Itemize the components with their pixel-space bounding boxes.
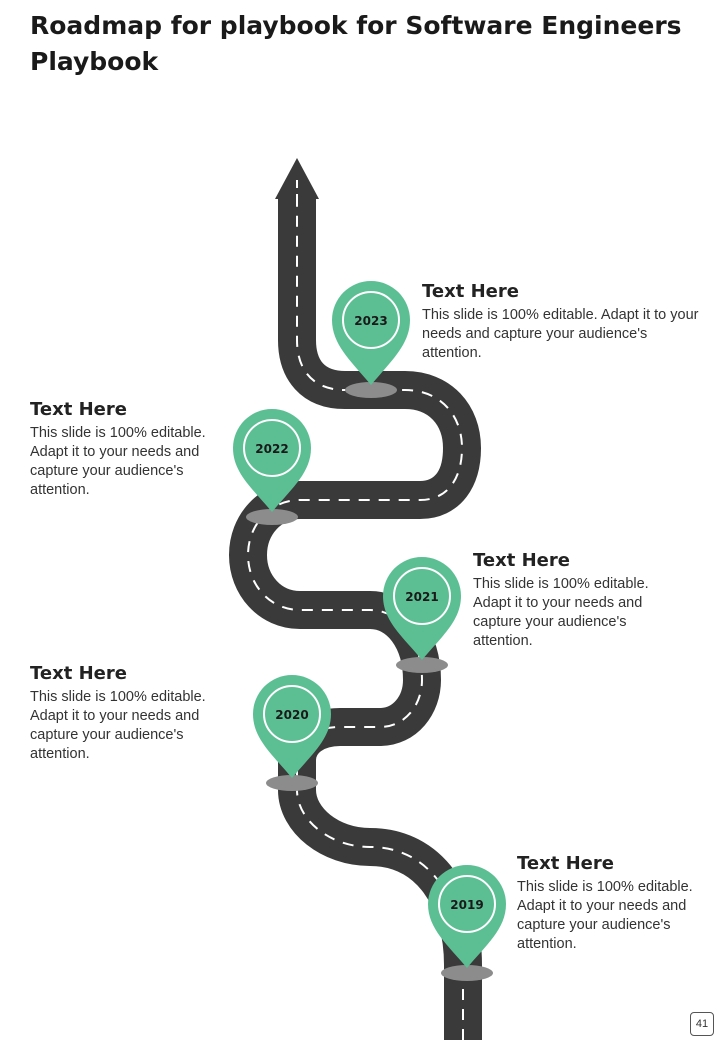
year-label: 2023 (354, 314, 387, 328)
year-label: 2019 (450, 898, 483, 912)
milestone-text-2023: Text Here This slide is 100% editable. A… (422, 281, 700, 363)
milestone-pin-2020: 2020 (253, 675, 331, 791)
milestone-heading: Text Here (517, 853, 614, 874)
milestone-pin-2021: 2021 (383, 557, 461, 673)
pin-ring (438, 875, 496, 933)
milestone-description: This slide is 100% editable. Adapt it to… (30, 689, 206, 762)
pin-ring (243, 419, 301, 477)
milestone-heading: Text Here (30, 399, 127, 420)
milestone-description: This slide is 100% editable. Adapt it to… (473, 576, 649, 649)
road-arrow-head (275, 158, 319, 199)
pin-ring (263, 685, 321, 743)
year-label: 2020 (275, 708, 308, 722)
page-title: Roadmap for playbook for Software Engine… (30, 11, 682, 76)
pin-icon (332, 281, 410, 385)
milestone-pin-2023: 2023 (332, 281, 410, 398)
pin-ring (342, 291, 400, 349)
pin-ring (393, 567, 451, 625)
pin-shadow (441, 965, 493, 981)
milestone-heading: Text Here (30, 663, 127, 684)
milestone-text-2021: Text Here This slide is 100% editable. A… (473, 550, 678, 651)
pin-shadow (345, 382, 397, 398)
milestone-heading: Text Here (422, 281, 519, 302)
milestone-heading: Text Here (473, 550, 570, 571)
pin-shadow (246, 509, 298, 525)
milestone-description: This slide is 100% editable. Adapt it to… (30, 425, 206, 498)
pin-shadow (396, 657, 448, 673)
milestone-text-2022: Text Here This slide is 100% editable. A… (30, 399, 230, 500)
milestone-pin-2022: 2022 (233, 409, 311, 525)
milestone-description: This slide is 100% editable. Adapt it to… (422, 307, 699, 361)
milestone-pin-2019: 2019 (428, 865, 506, 981)
page-number: 41 (690, 1012, 714, 1036)
milestone-text-2019: Text Here This slide is 100% editable. A… (517, 853, 697, 954)
road-lane-marking (246, 195, 464, 1040)
pin-icon (383, 557, 461, 660)
pin-icon (233, 409, 311, 512)
year-label: 2021 (405, 590, 438, 604)
milestone-text-2020: Text Here This slide is 100% editable. A… (30, 663, 230, 764)
year-label: 2022 (255, 442, 288, 456)
pin-icon (428, 865, 506, 968)
pin-icon (253, 675, 331, 778)
milestone-description: This slide is 100% editable. Adapt it to… (517, 879, 693, 952)
pin-shadow (266, 775, 318, 791)
